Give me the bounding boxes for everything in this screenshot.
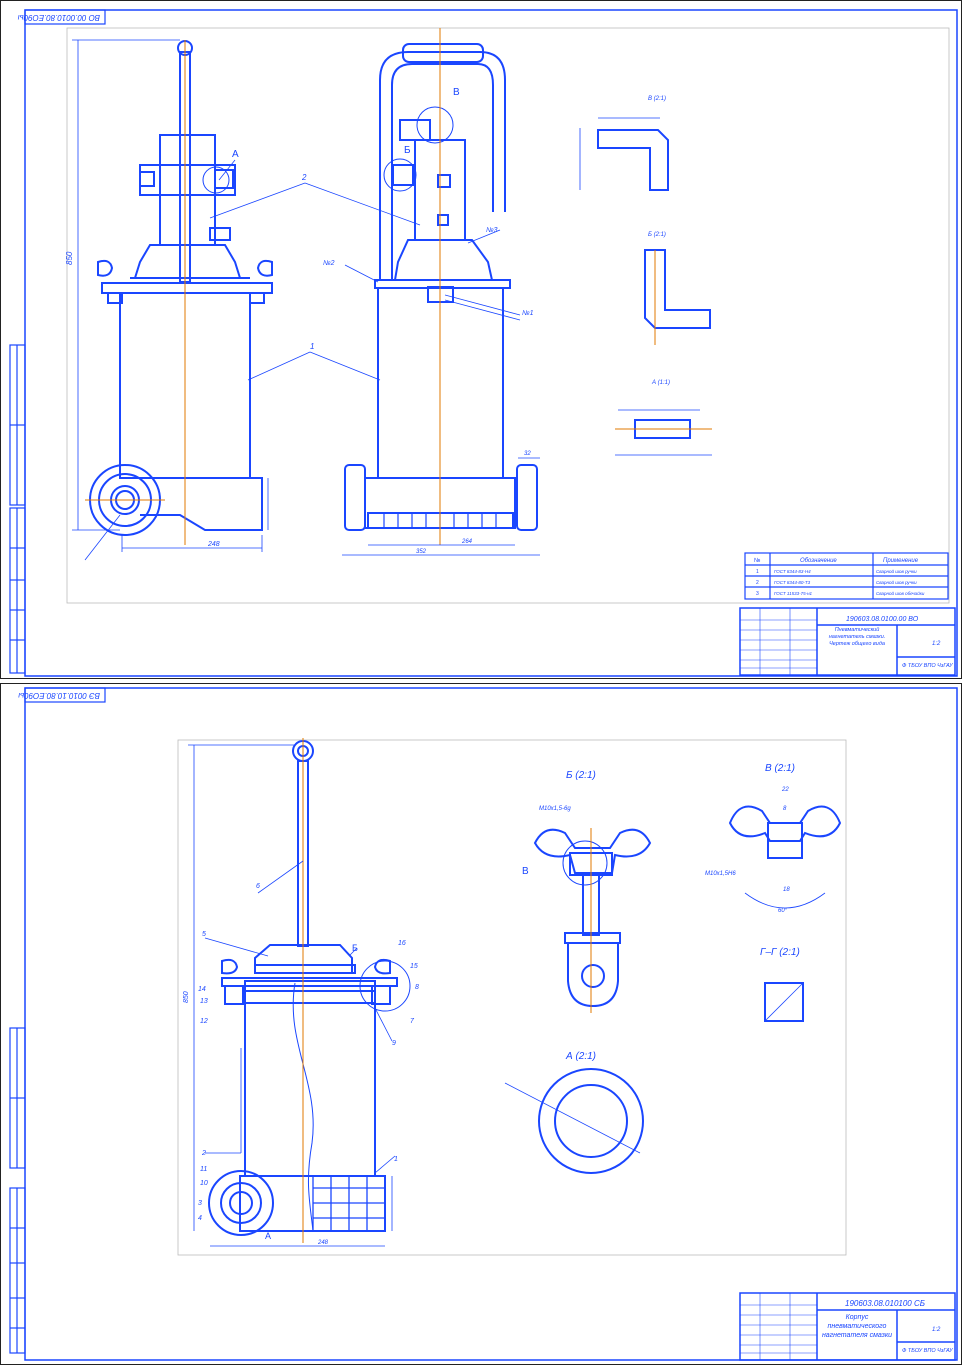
callout-v-label: В: [453, 87, 460, 98]
position-label: 9: [392, 1040, 396, 1047]
thread-label: М10х1,5-6g: [539, 806, 571, 812]
dim-18-label: 18: [783, 887, 790, 893]
title-block-name: Корпус пневматического нагнетателя смазк…: [821, 1314, 893, 1339]
title-block-org: Ф ТБОУ ВПО ЧзГАУ: [902, 1348, 953, 1354]
drawing-sheet-1: 850 248: [0, 0, 963, 680]
weld-table-row-designation: ГОСТ 8344-83-Н4: [774, 569, 811, 574]
weld-table-row-application: Сварной шов обечайки: [876, 590, 925, 596]
position-1-label: 1: [310, 342, 314, 351]
dim-248-label: 248: [207, 541, 220, 548]
detail-b-title: Б (2:1): [566, 770, 596, 781]
position-label: 11: [200, 1166, 207, 1173]
dim-32-label: 32: [524, 451, 531, 457]
position-label: 3: [198, 1200, 202, 1207]
callout-b-label: Б: [352, 943, 358, 953]
position-label: 14: [198, 986, 206, 993]
title-block-doc-number: 190603.08.0100.00 ВО: [846, 616, 919, 623]
detail-b-title: Б (2:1): [648, 232, 666, 238]
position-label: 12: [200, 1018, 208, 1025]
position-label: 6: [256, 883, 260, 890]
position-label: 15: [410, 963, 418, 970]
callout-a-label: А: [265, 1231, 271, 1241]
title-block-doc-number: 190603.08.010100 СБ: [845, 1299, 925, 1308]
position-label: 7: [410, 1018, 415, 1025]
position-label: 8: [415, 984, 419, 991]
drawing-sheet-2: 6 5 Б 16 15 14 13 12 8 7 9 2 11 10 3 4 1…: [0, 683, 963, 1366]
angle-label: 60°: [778, 908, 788, 914]
stamp-label: ВЭ 0010.10.80.ЕО90ы: [18, 691, 100, 700]
detail-a-title: А (1:1): [651, 380, 670, 386]
title-block-name: Пневматический нагнетатель смазки. Черте…: [828, 627, 886, 647]
weld-3-label: №3: [486, 227, 498, 234]
weld-table-row-num: 1: [756, 569, 759, 575]
weld-1-label: №1: [522, 310, 534, 317]
section-gg-title: Г–Г (2:1): [760, 947, 800, 958]
position-label: 13: [200, 998, 208, 1005]
position-2-label: 2: [301, 173, 307, 182]
thread-label: М10х1,5Н6: [705, 871, 736, 877]
weld-table-header-application: Применение: [883, 558, 919, 564]
title-block-org: Ф ТБОУ ВПО ЧзГАУ: [902, 663, 953, 669]
position-label: 16: [398, 940, 406, 947]
position-label: 2: [201, 1150, 206, 1157]
weld-2-label: №2: [323, 260, 335, 267]
weld-table-row-application: Сварной шов ручки: [876, 579, 917, 585]
weld-table-header-num: №: [754, 557, 760, 564]
detail-v-callout: В: [522, 866, 529, 877]
dim-352-label: 352: [416, 549, 427, 555]
callout-b-label: Б: [404, 145, 411, 156]
dim-264-label: 264: [461, 539, 473, 545]
weld-table-row-num: 2: [756, 580, 759, 586]
detail-v-title: В (2:1): [765, 763, 795, 774]
dim-22-label: 22: [781, 787, 789, 793]
weld-table-row-num: 3: [756, 591, 759, 597]
dim-height-label: 850: [65, 251, 74, 265]
dim-8-label: 8: [783, 806, 787, 812]
position-label: 4: [198, 1215, 202, 1222]
stamp-label: ВО 00.0010.80.ЕО90ы: [18, 13, 100, 22]
weld-table-row-application: Сварной шов ручки: [876, 568, 917, 574]
detail-v-title: В (2:1): [648, 96, 666, 102]
dim-height-label: 850: [183, 991, 190, 1003]
position-label: 5: [202, 931, 206, 938]
callout-a-label: А: [232, 149, 239, 160]
weld-table-header-designation: Обозначение: [800, 558, 837, 564]
title-block-scale: 1:2: [932, 641, 941, 647]
weld-table-row-designation: ГОСТ 8344-80-Т3: [774, 580, 811, 585]
position-label: 10: [200, 1180, 208, 1187]
detail-a-title: А (2:1): [565, 1051, 596, 1062]
position-label: 1: [394, 1156, 398, 1163]
weld-table-row-designation: ГОСТ 11533-75-н1: [774, 591, 813, 596]
title-block-scale: 1:2: [932, 1327, 941, 1333]
dim-248-label: 248: [317, 1240, 329, 1246]
